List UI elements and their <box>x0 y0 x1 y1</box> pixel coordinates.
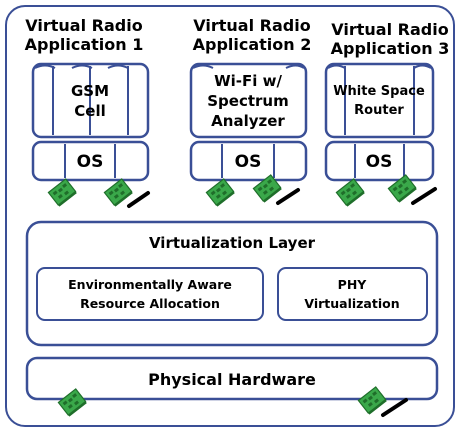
network-card-icon <box>335 177 366 207</box>
phy-virtualization-line1: PHY <box>338 277 368 292</box>
phy-virtualization-box: PHY Virtualization <box>277 267 428 321</box>
network-card-icon <box>47 177 78 207</box>
app3-function-box: White Space Router <box>324 62 435 139</box>
app2-os-label: OS <box>235 152 262 172</box>
app2-title-line1: Virtual Radio <box>193 16 311 35</box>
app3-function-line2: Router <box>354 103 404 118</box>
resource-allocation-line2: Resource Allocation <box>80 296 220 311</box>
app3-os-box: OS <box>324 140 435 182</box>
app2-function-line1: Wi-Fi w/ <box>214 72 282 90</box>
virtualization-layer-title: Virtualization Layer <box>149 234 316 252</box>
resource-allocation-line1: Environmentally Aware <box>68 277 232 292</box>
app2-function-line3: Analyzer <box>211 112 285 130</box>
app1-title: Virtual Radio Application 1 <box>14 16 154 54</box>
physical-hardware-label: Physical Hardware <box>148 370 316 389</box>
antenna-icon <box>411 187 437 205</box>
app1-function-line1: GSM <box>71 82 109 100</box>
app3-function-line1: White Space <box>333 84 425 99</box>
antenna-icon <box>127 191 150 208</box>
phy-virtualization-line2: Virtualization <box>304 296 399 311</box>
app1-os-box: OS <box>31 140 150 182</box>
network-card-icon <box>205 177 236 207</box>
app3-os-label: OS <box>366 152 393 172</box>
antenna-icon <box>381 398 408 417</box>
physical-hardware-box: Physical Hardware <box>25 356 439 401</box>
app1-title-line1: Virtual Radio <box>25 16 143 35</box>
app3-title-line1: Virtual Radio <box>331 20 449 39</box>
app2-title: Virtual Radio Application 2 <box>182 16 322 54</box>
network-card-icon <box>103 177 134 207</box>
app1-title-line2: Application 1 <box>24 35 144 54</box>
resource-allocation-box: Environmentally Aware Resource Allocatio… <box>36 267 264 321</box>
app1-function-line2: Cell <box>74 102 105 120</box>
antenna-icon <box>276 188 300 205</box>
app1-function-box: GSM Cell <box>31 62 150 139</box>
app1-os-label: OS <box>77 152 104 172</box>
app3-title-line2: Application 3 <box>330 39 450 58</box>
app2-function-box: Wi-Fi w/ Spectrum Analyzer <box>189 62 308 139</box>
app3-title: Virtual Radio Application 3 <box>320 20 460 58</box>
app2-function-line2: Spectrum <box>207 92 288 110</box>
app2-os-box: OS <box>189 140 308 182</box>
app2-title-line2: Application 2 <box>192 35 312 54</box>
